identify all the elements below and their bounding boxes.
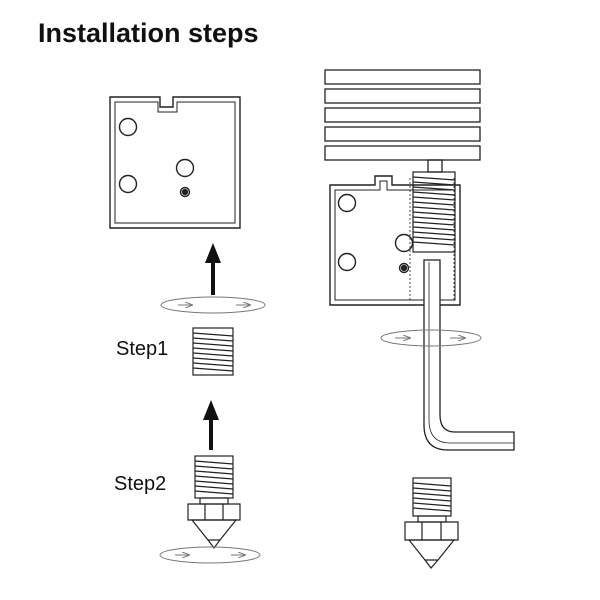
heater-block-left <box>109 96 241 229</box>
rotation-arrow-icon <box>160 296 266 314</box>
step1-label: Step1 <box>116 338 169 360</box>
up-arrow-icon <box>205 243 221 295</box>
nozzle-right <box>404 477 459 569</box>
page-title: Installation steps <box>38 18 259 48</box>
up-arrow-icon <box>203 400 219 450</box>
step2-label: Step2 <box>114 473 167 495</box>
rotation-arrow-icon <box>380 329 482 347</box>
heat-break-throat-installed <box>412 171 456 253</box>
heat-break-throat <box>192 327 234 376</box>
allen-key <box>423 259 515 451</box>
heatsink-fins <box>324 69 481 173</box>
heater-block-right <box>329 175 461 306</box>
nozzle-left <box>187 455 241 549</box>
rotation-arrow-icon <box>159 546 261 564</box>
